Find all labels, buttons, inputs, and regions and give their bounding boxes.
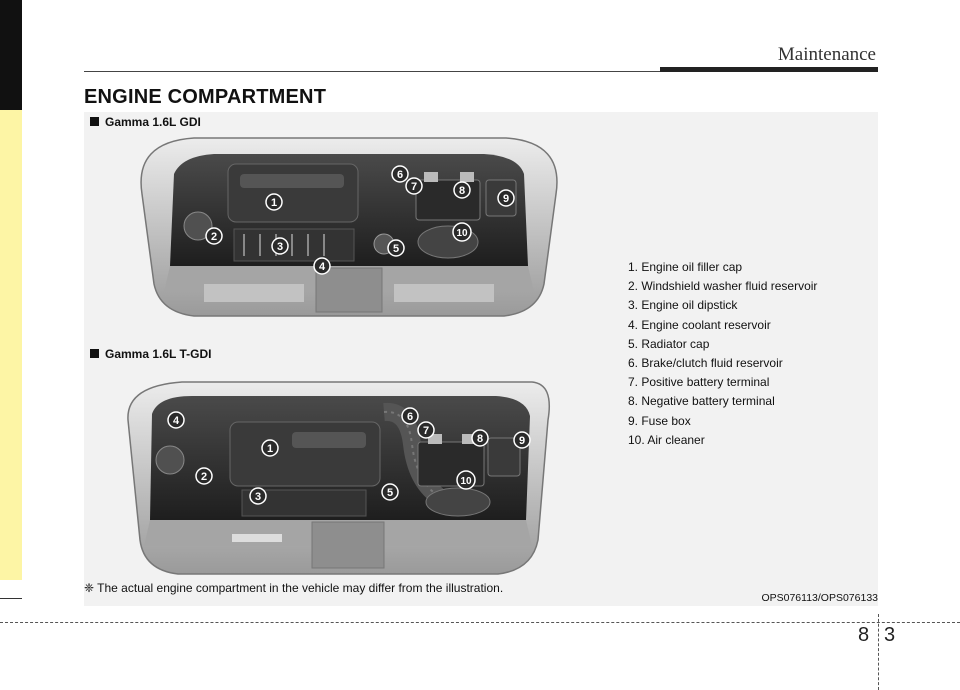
callout-10: 10 — [456, 470, 476, 490]
legend-item: 3. Engine oil dipstick — [628, 298, 738, 313]
svg-text:3: 3 — [277, 241, 283, 253]
svg-text:1: 1 — [271, 197, 277, 209]
svg-text:6: 6 — [397, 169, 403, 181]
svg-text:9: 9 — [503, 193, 509, 205]
variant-label: Gamma 1.6L GDI — [105, 115, 201, 129]
svg-text:8: 8 — [477, 433, 483, 445]
margin-rule — [0, 598, 22, 599]
callout-2: 2 — [195, 467, 213, 485]
svg-text:6: 6 — [407, 411, 413, 423]
svg-text:9: 9 — [519, 435, 525, 447]
callout-1: 1 — [261, 439, 279, 457]
legend-item: 5. Radiator cap — [628, 336, 710, 351]
legend-item: 7. Positive battery terminal — [628, 375, 770, 390]
callout-8: 8 — [453, 181, 471, 199]
svg-text:3: 3 — [255, 491, 261, 503]
variant-label: Gamma 1.6L T-GDI — [105, 347, 212, 361]
callout-3: 3 — [271, 237, 289, 255]
callout-8: 8 — [471, 429, 489, 447]
svg-text:5: 5 — [387, 487, 393, 499]
callout-5: 5 — [381, 483, 399, 501]
callout-4: 4 — [313, 257, 331, 275]
callout-6: 6 — [391, 165, 409, 183]
svg-text:7: 7 — [423, 425, 429, 437]
chapter-number: 8 — [858, 624, 870, 646]
engine-illustration-gdi: 1 2 3 4 5 6 7 8 9 10 — [140, 137, 558, 317]
content-panel: Gamma 1.6L GDI 1 2 — [84, 112, 878, 606]
callout-9: 9 — [497, 189, 515, 207]
callout-7: 7 — [405, 177, 423, 195]
legend-item: 4. Engine coolant reservoir — [628, 317, 771, 332]
callout-4: 4 — [167, 411, 185, 429]
svg-text:2: 2 — [201, 471, 207, 483]
callout-1: 1 — [265, 193, 283, 211]
variant-heading-gdi: Gamma 1.6L GDI — [90, 115, 201, 129]
engine-illustration-tgdi: 4 6 1 7 8 9 2 5 3 10 — [127, 381, 550, 575]
svg-text:2: 2 — [211, 231, 217, 243]
footer-dashed-rule — [0, 622, 960, 623]
legend-item: 9. Fuse box — [628, 413, 691, 428]
header-bar — [660, 67, 878, 72]
svg-text:10: 10 — [456, 228, 468, 239]
component-legend: 1. Engine oil filler cap 2. Windshield w… — [628, 258, 817, 450]
header-rule — [84, 71, 660, 72]
svg-text:7: 7 — [411, 181, 417, 193]
variant-heading-tgdi: Gamma 1.6L T-GDI — [90, 347, 211, 361]
svg-text:1: 1 — [267, 443, 273, 455]
bullet-square-icon — [90, 117, 99, 126]
page-number: 3 — [884, 624, 896, 646]
legend-item: 6. Brake/clutch fluid reservoir — [628, 355, 783, 370]
svg-text:10: 10 — [460, 476, 472, 487]
footer-dashed-divider — [878, 614, 879, 690]
svg-text:4: 4 — [173, 415, 180, 427]
legend-item: 1. Engine oil filler cap — [628, 260, 743, 274]
page-title: ENGINE COMPARTMENT — [84, 86, 327, 108]
callout-3: 3 — [249, 487, 267, 505]
svg-text:4: 4 — [319, 261, 326, 273]
bullet-square-icon — [90, 349, 99, 358]
legend-item: 8. Negative battery terminal — [628, 394, 775, 409]
image-reference-code: OPS076113/OPS076133 — [761, 592, 878, 604]
callout-7: 7 — [417, 421, 435, 439]
callout-9: 9 — [513, 431, 531, 449]
legend-item: 10. Air cleaner — [628, 432, 705, 447]
svg-text:8: 8 — [459, 185, 465, 197]
callout-6: 6 — [401, 407, 419, 425]
illustration-footnote: ❈ The actual engine compartment in the v… — [84, 581, 504, 595]
legend-item: 2. Windshield washer fluid reservoir — [628, 279, 818, 294]
callout-10: 10 — [452, 222, 472, 242]
callout-5: 5 — [387, 239, 405, 257]
callout-2: 2 — [205, 227, 223, 245]
chapter-thumb-tab-marker — [0, 0, 22, 110]
chapter-thumb-tab — [0, 0, 22, 580]
svg-text:5: 5 — [393, 243, 399, 255]
section-label: Maintenance — [777, 44, 876, 65]
